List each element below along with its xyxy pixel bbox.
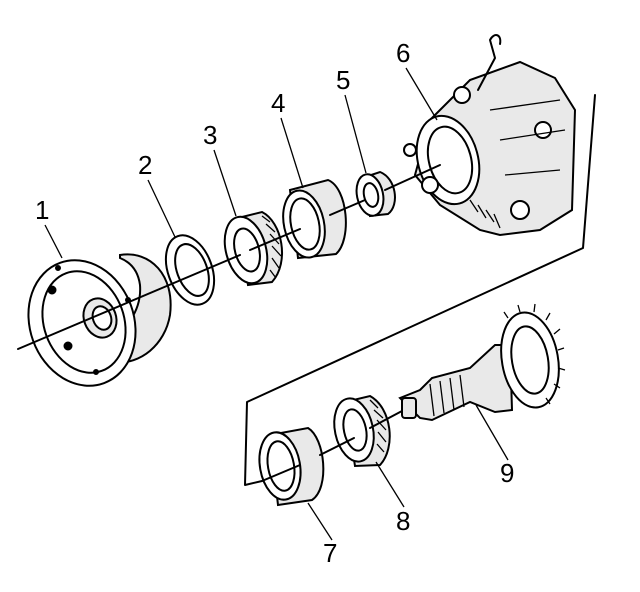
assembly-axis-lines <box>17 164 441 482</box>
part-6-housing <box>403 34 577 237</box>
callout-8: 8 <box>396 506 411 536</box>
part-9-pinion-shaft <box>398 303 566 422</box>
leader-lines <box>44 67 509 541</box>
callout-9: 9 <box>500 458 515 488</box>
callout-2: 2 <box>138 150 153 180</box>
part-2-ring <box>164 234 216 306</box>
part-1-front-cover <box>27 253 172 387</box>
callout-5: 5 <box>336 65 351 95</box>
callout-1: 1 <box>35 195 50 225</box>
callout-3: 3 <box>203 120 218 150</box>
part-4-race <box>282 178 347 260</box>
callout-4: 4 <box>271 88 286 118</box>
part-5-small-bearing <box>355 170 396 218</box>
part-7-cup <box>258 426 325 507</box>
callout-6: 6 <box>396 38 411 68</box>
callout-7: 7 <box>323 538 338 568</box>
part-8-bearing <box>333 394 391 468</box>
